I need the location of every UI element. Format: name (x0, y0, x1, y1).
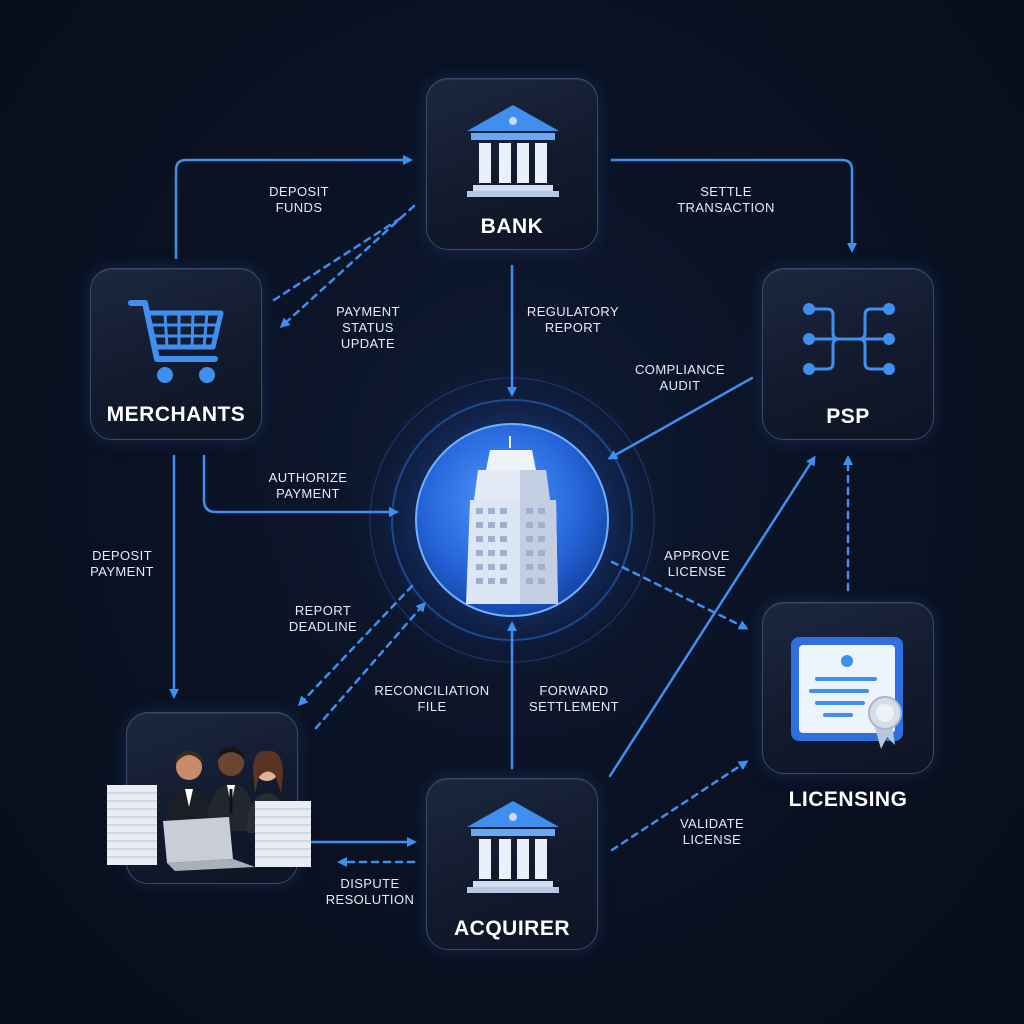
edge-label-deposit-funds: DEPOSIT FUNDS (269, 184, 329, 215)
edge-settle-transaction (610, 158, 857, 253)
node-merchants[interactable]: MERCHANTS (90, 268, 262, 440)
node-label-acquirer: ACQUIRER (453, 917, 570, 940)
paper-stack-right (255, 801, 311, 867)
edge-compliance-audit (607, 376, 754, 460)
edge-approve-license (610, 560, 749, 630)
edge-label-report-deadline: REPORT DEADLINE (288, 603, 358, 634)
edge-validate-license (610, 760, 749, 852)
edge-label-settle-transaction: SETTLE TRANSACTION (677, 184, 775, 215)
shopping-cart-icon (128, 300, 224, 383)
edge-label-deposit-payment: DEPOSIT PAYMENT (90, 548, 154, 579)
bank-building-icon (467, 105, 559, 197)
edge-label-approve-license: APPROVE LICENSE (664, 548, 730, 579)
edge-report-deadline (297, 584, 414, 707)
node-licensing[interactable] (762, 602, 934, 774)
bank-building-icon (467, 801, 559, 893)
edge-label-reconciliation-file: RECONCILIATION FILE (374, 683, 490, 714)
edge-label-regulatory-report: REGULATORY REPORT (526, 304, 620, 335)
edge-label-forward-settlement: FORWARD SETTLEMENT (529, 683, 619, 714)
node-acquirer[interactable]: ACQUIRER (426, 778, 598, 950)
node-bank[interactable]: BANK (426, 78, 598, 250)
edge-label-dispute-resolution: DISPUTE RESOLUTION (325, 876, 415, 907)
edge-reconciliation-file (314, 601, 426, 730)
edge-label-validate-license: VALIDATE LICENSE (679, 816, 745, 847)
node-label-psp: PSP (826, 405, 870, 428)
edge-label-compliance-audit: COMPLIANCE AUDIT (635, 362, 725, 393)
node-operations-team[interactable] (107, 712, 311, 884)
node-psp[interactable]: PSP (762, 268, 934, 440)
laptop (163, 817, 255, 871)
skyscraper-icon (466, 436, 558, 604)
edge-deposit-funds (174, 155, 413, 260)
office-team-icon (107, 747, 311, 871)
edge-payment-status-update (279, 204, 416, 329)
edge-label-payment-status-update: PAYMENT STATUS UPDATE (336, 304, 400, 351)
edge-authorize-payment (202, 454, 399, 517)
certificate-icon (791, 637, 903, 749)
network-nodes-icon (803, 303, 895, 375)
edge-acquirer-to-psp (608, 455, 816, 778)
node-label-merchants: MERCHANTS (106, 403, 246, 426)
edge-label-authorize-payment: AUTHORIZE PAYMENT (268, 470, 348, 501)
node-label-licensing: LICENSING (788, 788, 908, 811)
paper-stack-left (107, 785, 157, 865)
node-label-bank: BANK (480, 215, 544, 238)
